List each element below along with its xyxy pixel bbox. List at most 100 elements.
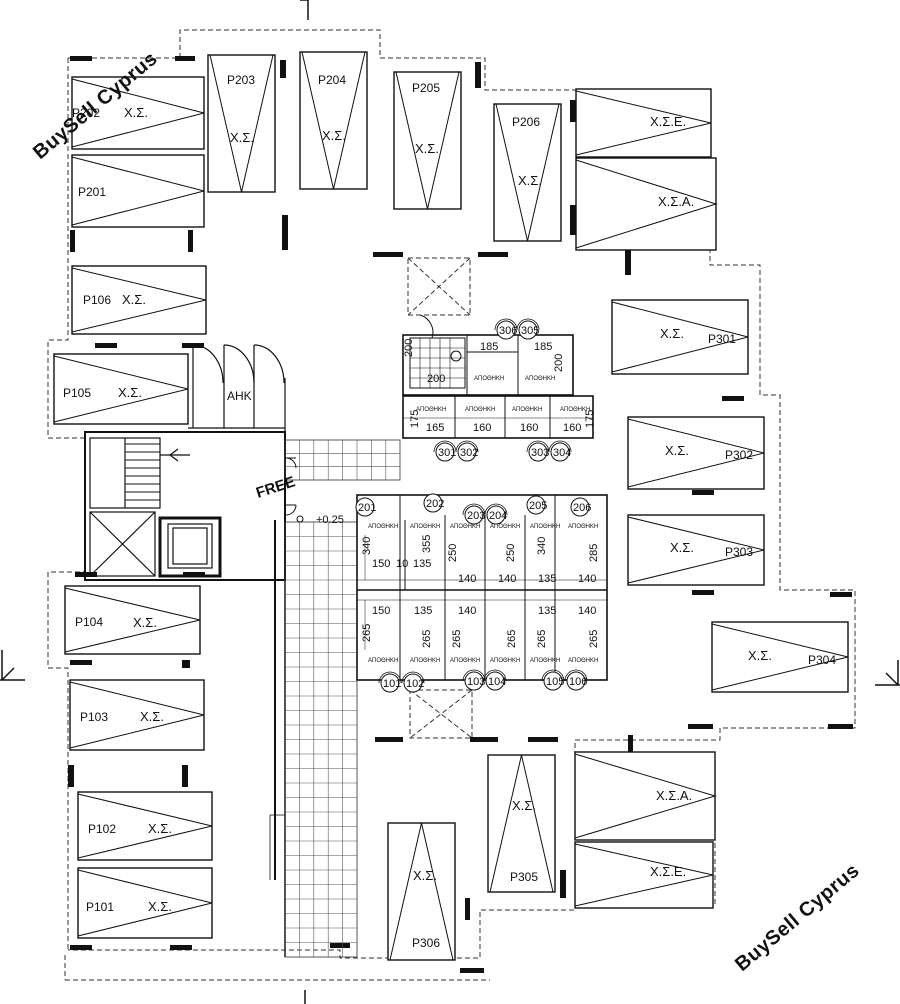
storage-unit-label: ΑΠΟΘΗΚΗ xyxy=(560,407,590,413)
parking-space-p305: P305 Χ.Σ. xyxy=(487,754,556,893)
svg-text:140: 140 xyxy=(578,605,596,617)
space-label-p303: P303 xyxy=(725,545,753,559)
svg-text:200: 200 xyxy=(403,339,415,357)
parking-space-p104: P104 Χ.Σ. xyxy=(64,585,201,655)
parking-space-p302: P302 Χ.Σ. xyxy=(627,416,765,490)
space-label-p104: P104 xyxy=(75,615,103,629)
stair-lift-core xyxy=(84,344,286,581)
svg-text:104: 104 xyxy=(488,676,506,688)
shaft-top xyxy=(407,257,471,316)
svg-text:140: 140 xyxy=(498,573,516,585)
storage-unit-label: ΑΠΟΘΗΚΗ xyxy=(368,658,398,664)
space-type-mark: Χ.Σ. xyxy=(133,615,157,630)
space-label-p305: P305 xyxy=(510,870,538,884)
svg-text:140: 140 xyxy=(458,573,476,585)
storage-door-arcs xyxy=(378,318,588,684)
storage-dimensions: 185 185 200 200 200 175 165 160 160 160 … xyxy=(361,339,600,648)
watermark-bottom: BuySell Cyprus xyxy=(731,859,864,975)
svg-text:135: 135 xyxy=(538,605,556,617)
space-type-mark: Χ.Σ. xyxy=(118,385,142,400)
space-type-mark: Χ.Σ. xyxy=(512,798,536,813)
svg-text:175: 175 xyxy=(584,410,596,428)
svg-text:200: 200 xyxy=(553,354,565,372)
space-type-mark: Χ.Σ.Α. xyxy=(656,788,692,803)
storage-unit-label: ΑΠΟΘΗΚΗ xyxy=(450,524,480,530)
storage-numbers: 306 305 301 302 303 304 201 202 203 204 … xyxy=(355,320,591,693)
space-type-mark: Χ.Σ. xyxy=(665,443,689,458)
space-label-p106: P106 xyxy=(83,293,111,307)
space-type-mark: Χ.Σ. xyxy=(230,130,254,145)
space-type-mark: Χ.Σ. xyxy=(148,899,172,914)
parking-space-xse2: Χ.Σ.Ε. xyxy=(574,841,714,909)
svg-text:302: 302 xyxy=(460,447,478,459)
svg-text:160: 160 xyxy=(520,422,538,434)
space-type-mark: Χ.Σ.Α. xyxy=(658,194,694,209)
storage-unit-label: ΑΠΟΘΗΚΗ xyxy=(416,407,446,413)
ahk-label: AHK xyxy=(227,389,252,403)
space-label-p101: P101 xyxy=(86,900,114,914)
storage-unit-label: ΑΠΟΘΗΚΗ xyxy=(450,658,480,664)
parking-space-xsa1: Χ.Σ.Α. xyxy=(575,157,718,251)
space-label-p202: P202 xyxy=(72,106,100,120)
svg-text:306: 306 xyxy=(499,325,517,337)
corridor-tile-grid xyxy=(284,439,400,958)
storage-unit-label: ΑΠΟΘΗΚΗ xyxy=(474,376,504,382)
svg-text:150: 150 xyxy=(372,605,390,617)
parking-space-xsa2: Χ.Σ.Α. xyxy=(574,751,717,841)
svg-text:265: 265 xyxy=(536,630,548,648)
space-type-mark: Χ.Σ. xyxy=(413,868,437,883)
svg-text:165: 165 xyxy=(426,422,444,434)
space-type-mark: Χ.Σ. xyxy=(660,326,684,341)
svg-text:135: 135 xyxy=(538,573,556,585)
svg-text:265: 265 xyxy=(506,630,518,648)
svg-text:201: 201 xyxy=(358,502,376,514)
svg-text:204: 204 xyxy=(489,510,507,522)
storage-unit-label: ΑΠΟΘΗΚΗ xyxy=(410,658,440,664)
storage-unit-label: ΑΠΟΘΗΚΗ xyxy=(490,524,520,530)
parking-space-p201: P201 xyxy=(71,154,205,228)
svg-text:150: 150 xyxy=(372,558,390,570)
svg-text:205: 205 xyxy=(529,500,547,512)
svg-text:285: 285 xyxy=(588,544,600,562)
parking-space-p202: P202 Χ.Σ. xyxy=(71,76,205,150)
storage-unit-label: ΑΠΟΘΗΚΗ xyxy=(465,407,495,413)
svg-text:103: 103 xyxy=(467,676,485,688)
space-label-p204: P204 xyxy=(318,73,346,87)
svg-text:185: 185 xyxy=(480,341,498,353)
svg-text:206: 206 xyxy=(573,502,591,514)
svg-text:340: 340 xyxy=(536,537,548,555)
space-type-mark: Χ.Σ. xyxy=(124,105,148,120)
svg-text:340: 340 xyxy=(361,537,373,555)
storage-unit-labels: ΑΠΟΘΗΚΗ ΑΠΟΘΗΚΗ ΑΠΟΘΗΚΗ ΑΠΟΘΗΚΗ ΑΠΟΘΗΚΗ ΑΠΟΘΗ… xyxy=(368,376,598,664)
storage-unit-label: ΑΠΟΘΗΚΗ xyxy=(530,524,560,530)
svg-text:160: 160 xyxy=(563,422,581,434)
space-label-p205: P205 xyxy=(412,81,440,95)
svg-text:102: 102 xyxy=(406,678,424,690)
svg-text:301: 301 xyxy=(438,447,456,459)
storage-unit-label: ΑΠΟΘΗΚΗ xyxy=(530,658,560,664)
svg-text:265: 265 xyxy=(421,630,433,648)
svg-text:250: 250 xyxy=(505,544,517,562)
storage-unit-label: ΑΠΟΘΗΚΗ xyxy=(512,407,542,413)
space-type-mark: Χ.Σ. xyxy=(140,709,164,724)
space-label-p302: P302 xyxy=(725,448,753,462)
space-type-mark: Χ.Σ. xyxy=(148,821,172,836)
svg-text:305: 305 xyxy=(521,325,539,337)
storage-unit-label: ΑΠΟΘΗΚΗ xyxy=(568,524,598,530)
shaft-bottom xyxy=(409,689,473,739)
svg-text:101: 101 xyxy=(383,678,401,690)
storage-unit-label: ΑΠΟΘΗΚΗ xyxy=(490,658,520,664)
space-label-p201: P201 xyxy=(78,185,106,199)
